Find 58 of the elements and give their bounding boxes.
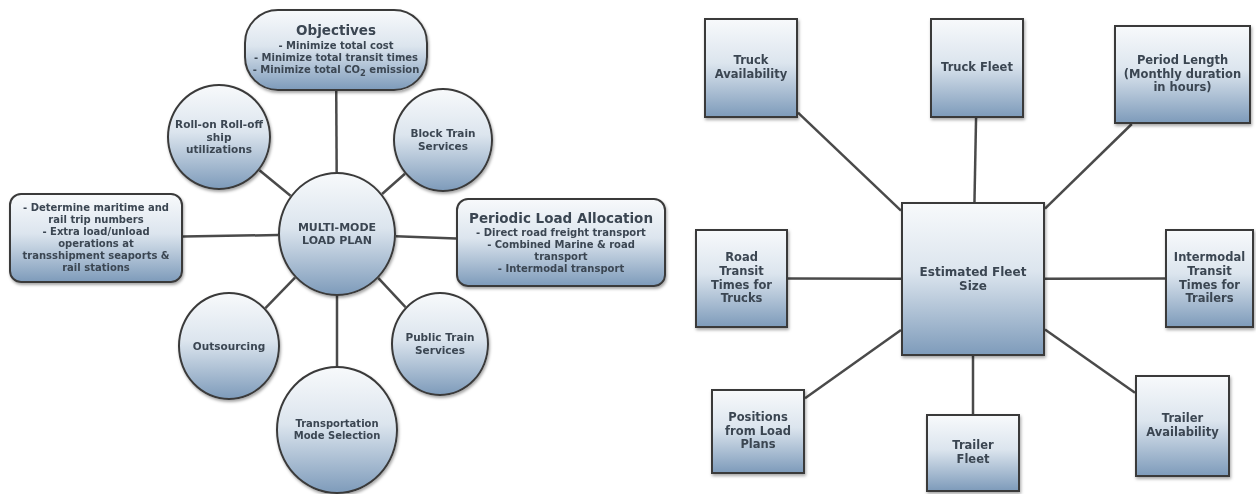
connector-line	[381, 172, 406, 195]
node-heading: Objectives	[296, 22, 376, 39]
node-text: Block Train Services	[409, 127, 477, 153]
connector-line	[971, 356, 975, 414]
connector-line	[788, 277, 901, 281]
connector-line	[182, 233, 279, 238]
rounded-pill	[244, 9, 428, 91]
connector-line	[1044, 123, 1133, 210]
node-text: Road Transit Times for Trucks	[710, 250, 773, 307]
connector-line	[264, 276, 296, 310]
rounded-box	[9, 193, 183, 283]
node-heading: Periodic Load Allocation	[469, 209, 653, 227]
square-box	[930, 18, 1024, 118]
connector-line	[1044, 328, 1136, 394]
node-text: - Intermodal transport	[497, 263, 625, 276]
node-text: Truck Availability	[713, 54, 789, 82]
node-text: - Minimize total CO$_{2}$ emission	[252, 63, 420, 78]
node-text: Truck Fleet	[941, 61, 1013, 75]
square-box	[901, 202, 1045, 356]
circle-node	[167, 84, 271, 190]
circle-node	[278, 172, 396, 296]
node-text: - Minimize total transit times	[253, 51, 419, 64]
node-text: Period Length (Monthly duration in hours)	[1122, 53, 1243, 96]
node-text: Public Train Services	[404, 331, 476, 357]
square-box	[1135, 375, 1230, 477]
node-text: Trailer Availability	[1145, 412, 1220, 440]
circle-node	[276, 366, 398, 494]
node-text: Transportation Mode Selection	[292, 418, 382, 442]
node-text: MULTI-MODE LOAD PLAN	[296, 220, 378, 248]
connector-line	[804, 329, 902, 400]
node-text: - Extra load/unload operations at transshipment seaports & rail stations	[21, 226, 171, 274]
connector-line	[395, 235, 457, 240]
square-box	[711, 389, 805, 474]
connector-line	[258, 169, 292, 197]
connector-line	[1045, 277, 1165, 281]
square-box	[1114, 25, 1251, 124]
connector-line	[334, 91, 338, 172]
node-text: Intermodal Transit Times for Trailers	[1173, 250, 1246, 307]
node-text: - Combined Marine & road transport	[486, 239, 636, 264]
node-text: Outsourcing	[192, 339, 266, 353]
node-text: Positions from Load Plans	[724, 410, 792, 453]
node-text: - Determine maritime and rail trip numbers	[22, 202, 170, 226]
square-box	[1165, 229, 1254, 328]
rounded-box	[456, 198, 666, 287]
node-text: Roll-on Roll-off ship utilizations	[175, 118, 263, 156]
connector-line	[797, 111, 902, 212]
node-text: - Minimize total cost	[278, 39, 394, 52]
connector-line	[335, 296, 339, 366]
circle-node	[391, 292, 489, 396]
square-box	[695, 229, 788, 328]
node-text: - Direct road freight transport	[476, 227, 646, 240]
node-text: Trailer Fleet	[951, 439, 995, 467]
circle-node	[393, 88, 493, 192]
square-box	[704, 18, 798, 118]
connector-line	[377, 277, 407, 308]
connector-line	[973, 117, 978, 203]
node-text: Estimated Fleet Size	[918, 264, 1028, 294]
square-box	[926, 414, 1020, 492]
